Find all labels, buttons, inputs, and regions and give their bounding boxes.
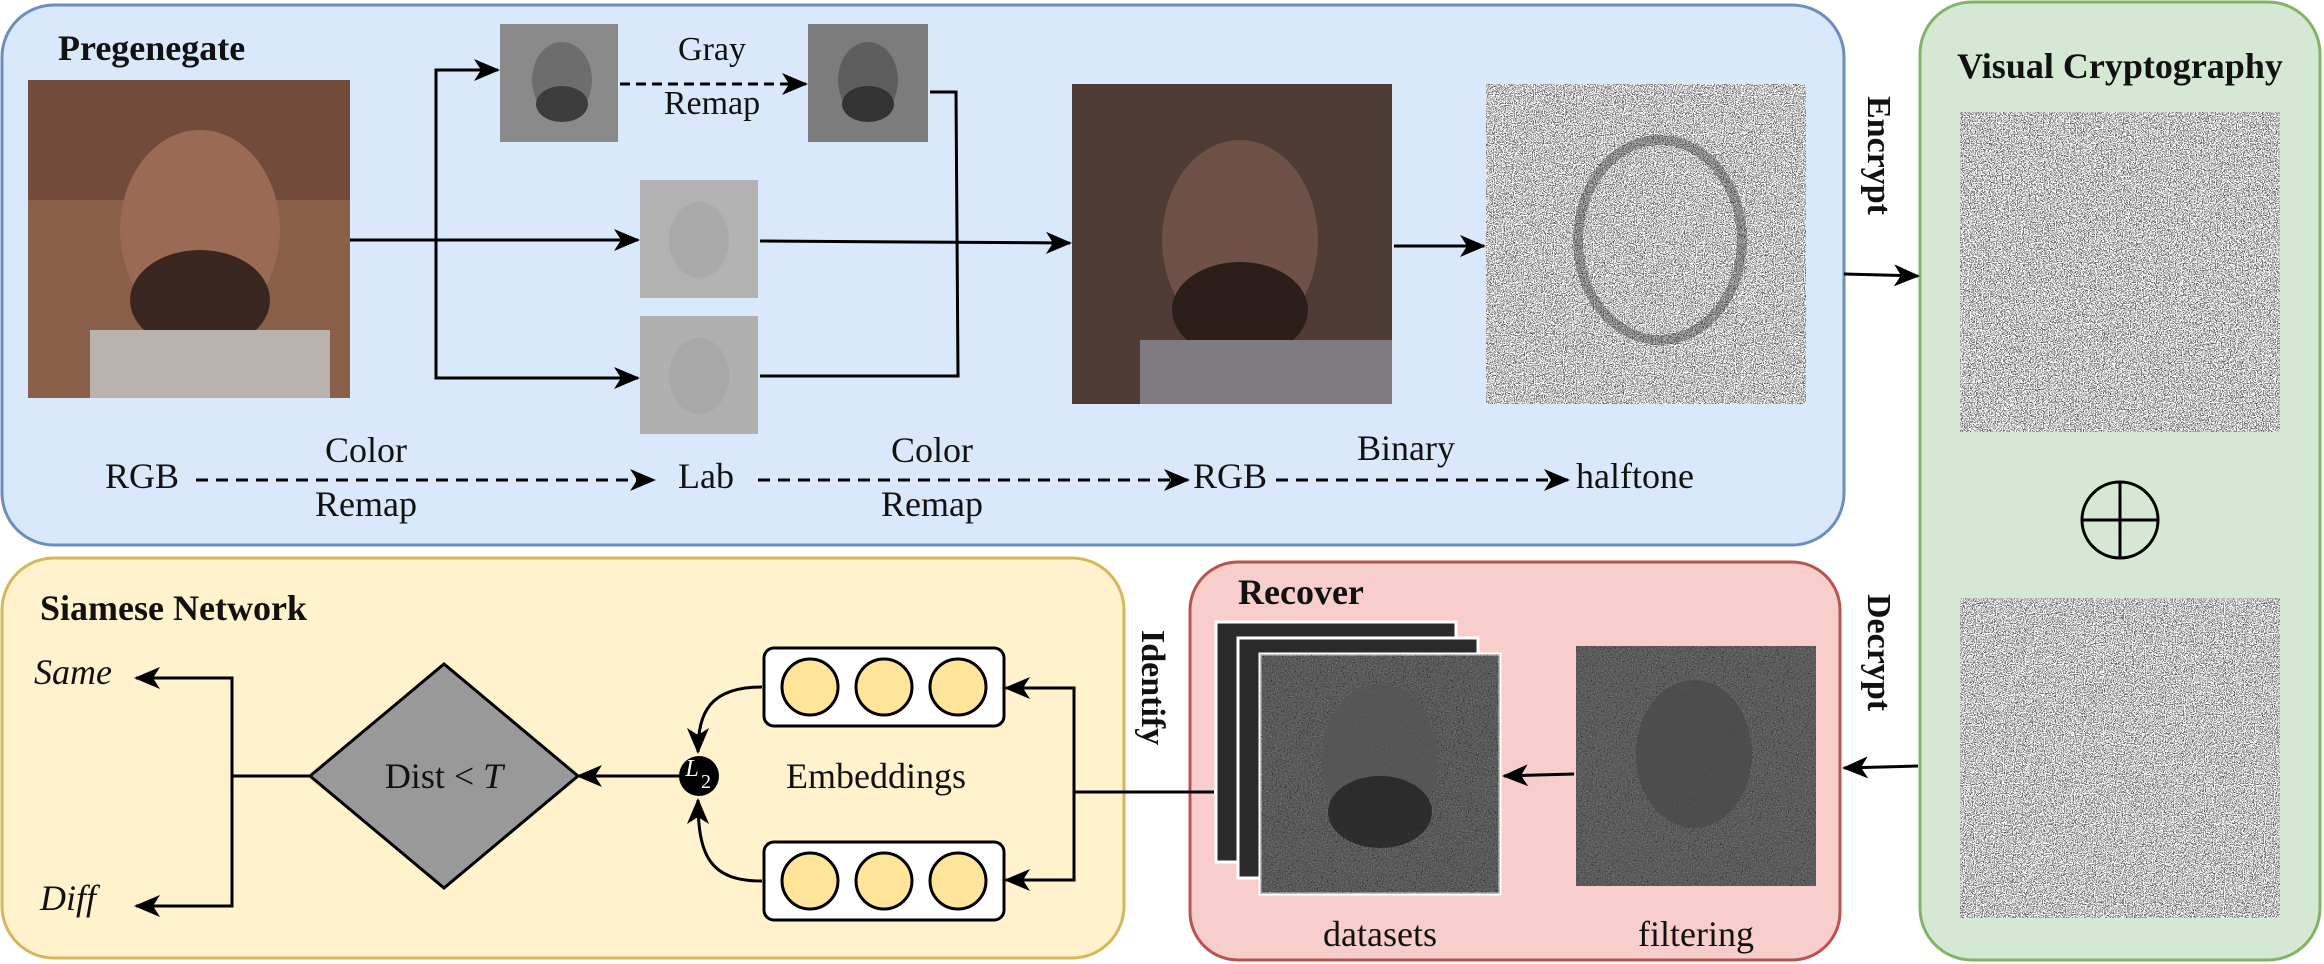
diff-label: Diff [39,878,101,918]
original-face-image [28,80,350,398]
gray-face-image [500,24,618,142]
gray-remap-label-top: Gray [678,31,746,68]
pipeline-binary: Binary [1357,428,1455,468]
halftone-face-image [1486,84,1806,404]
decision-branch-arrows [134,667,310,917]
visual-cryptography-title: Visual Cryptography [1957,46,2283,86]
share-image-1 [1960,112,2280,432]
lab-channel-b-image [640,316,758,434]
datasets-label: datasets [1323,914,1437,954]
siamese-network-title: Siamese Network [40,588,307,628]
l2-distance-node: L 2 [679,756,719,796]
encrypt-label: Encrypt [1860,96,1897,216]
pipeline-color-remap-2-top: Color [891,430,973,470]
gray-remap-face-image [808,24,928,142]
dataset-image-stack [1214,620,1502,896]
identify-flow-arrows [576,677,1214,891]
share-image-2 [1960,598,2280,918]
pipeline-lab: Lab [678,456,734,496]
pipeline-color-remap-2-bottom: Remap [881,484,983,524]
svg-text:L: L [684,756,698,782]
pipeline-color-remap-1-bottom: Remap [315,484,417,524]
pipeline-rgb-out: RGB [1193,456,1267,496]
embeddings-label: Embeddings [786,756,966,796]
filtering-label: filtering [1638,914,1754,954]
decrypt-arrow [1842,756,1919,779]
pregenerate-flow-arrows [350,59,1486,389]
decision-diamond [307,662,581,890]
same-label: Same [34,652,112,692]
pregenerate-title: Pregenegate [58,28,245,68]
pipeline-halftone: halftone [1576,456,1694,496]
gray-remap-label-bottom: Remap [664,85,760,122]
remapped-rgb-face-image [1072,84,1392,404]
decrypt-label: Decrypt [1860,594,1897,712]
filtered-face-image [1576,646,1816,886]
svg-text:2: 2 [701,771,711,793]
embedding-vector-bottom [762,840,1006,922]
pipeline-rgb-in: RGB [105,456,179,496]
recover-title: Recover [1238,572,1364,612]
embedding-vector-top [762,646,1006,728]
lab-channel-a-image [640,180,758,298]
decision-diamond-text: Dist < T [385,756,506,796]
pipeline-color-remap-1-top: Color [325,430,407,470]
xor-symbol [2080,480,2160,560]
identify-label: Identify [1134,630,1171,745]
filter-to-dataset-arrow [1502,764,1575,787]
encrypt-arrow [1843,264,1920,287]
